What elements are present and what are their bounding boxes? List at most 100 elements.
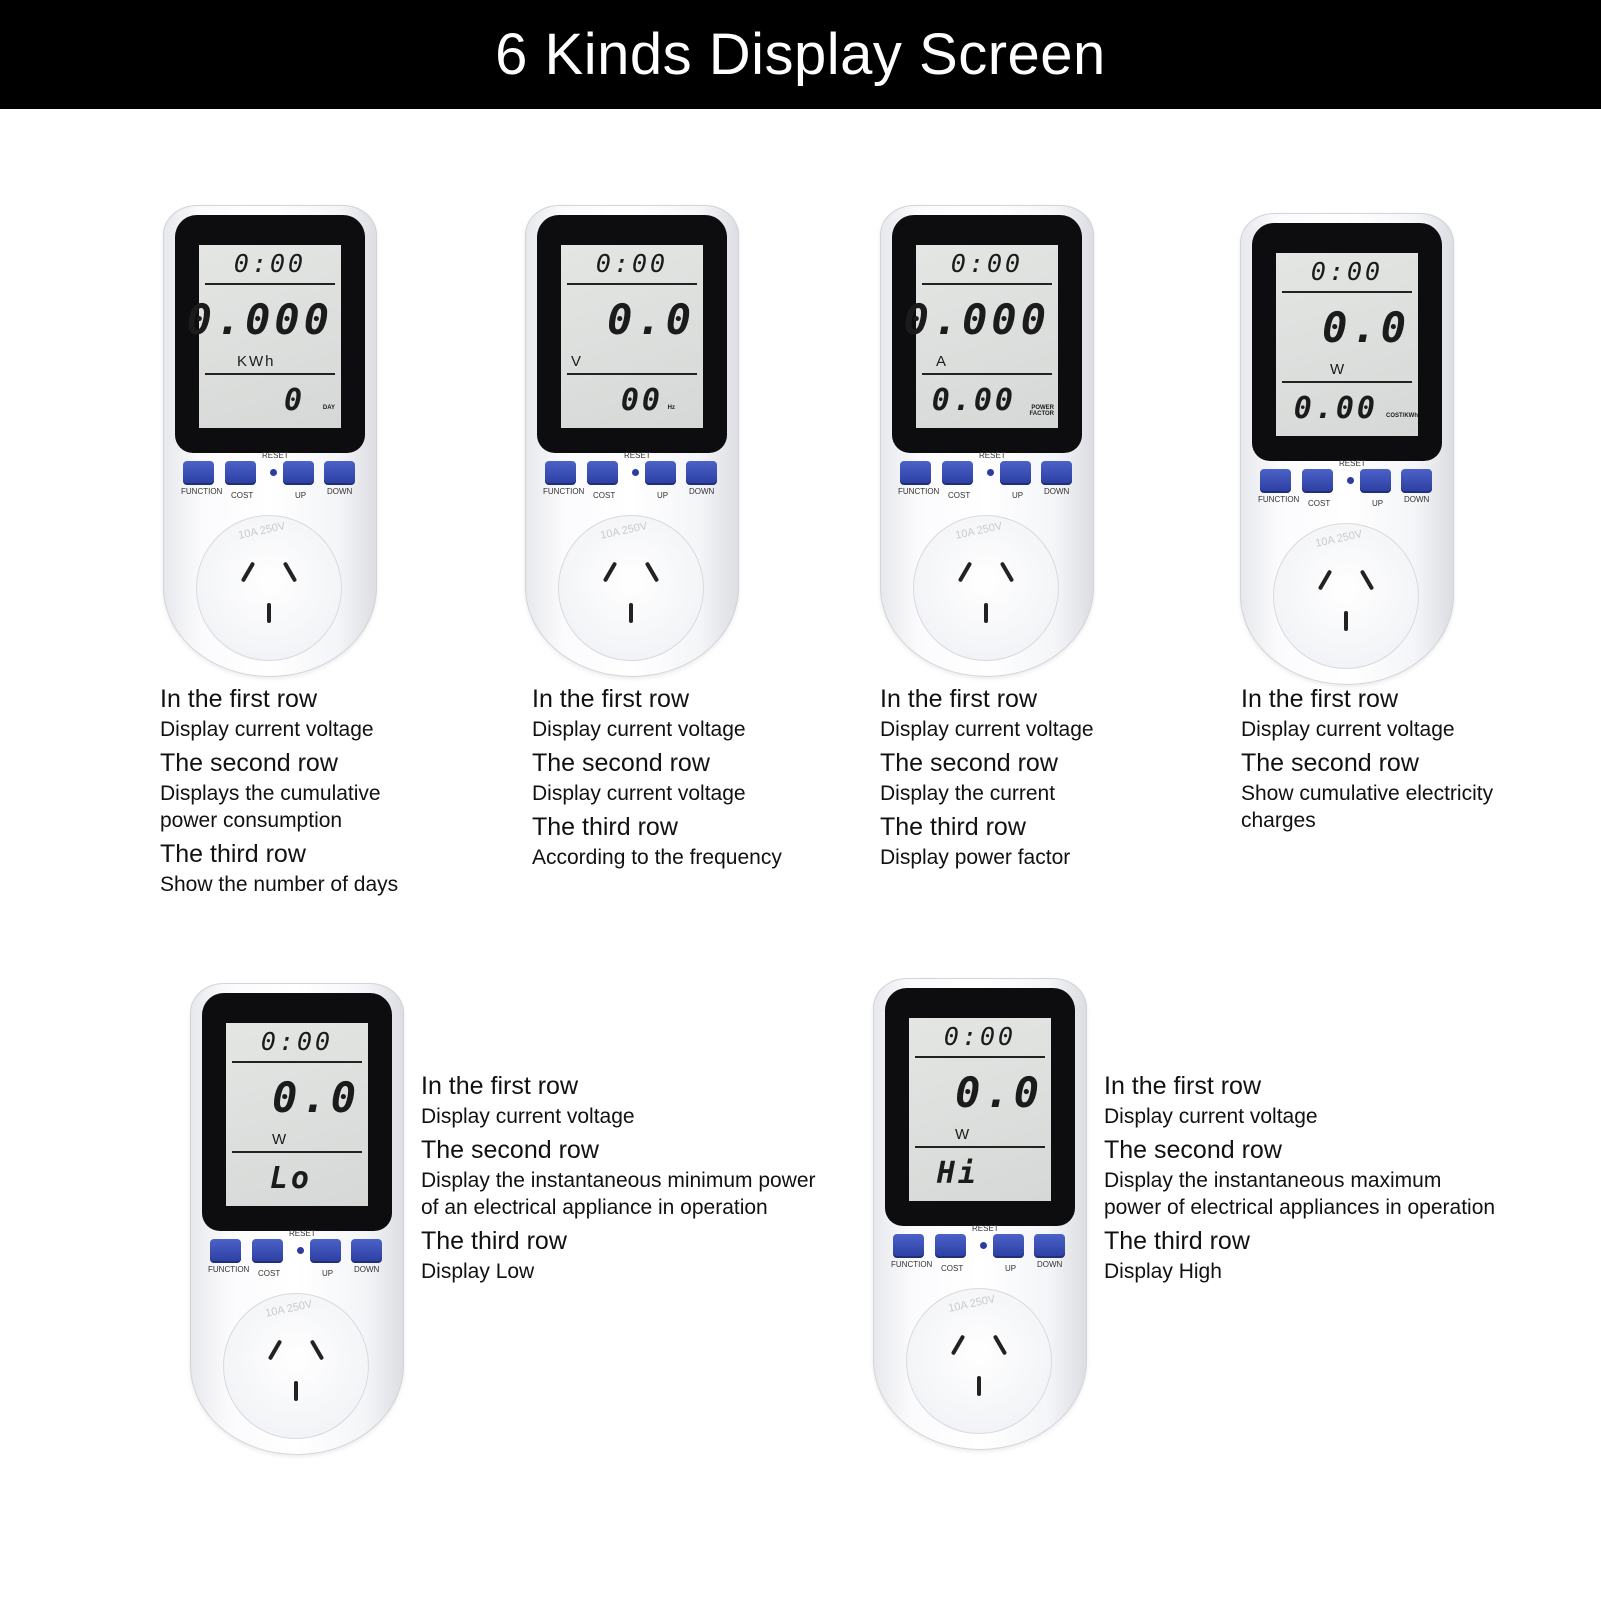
second-row-heading: The second row xyxy=(532,749,710,777)
panel-caption: In the first row Display current voltage… xyxy=(532,684,782,876)
down-button[interactable] xyxy=(1041,461,1072,485)
lcd-row3-value: Hi xyxy=(936,1156,979,1191)
second-row-description: Show cumulative electricity charges xyxy=(1241,782,1494,832)
function-label: FUNCTION xyxy=(181,487,223,496)
lcd-row3-value: 0.00 xyxy=(1293,391,1378,426)
cost-button[interactable] xyxy=(1302,469,1333,493)
panel-caption: In the first row Display current voltage… xyxy=(880,684,1094,876)
up-label: UP xyxy=(1005,1264,1017,1273)
third-row-heading: The third row xyxy=(160,840,306,868)
up-button[interactable] xyxy=(645,461,676,485)
socket-pin-icon xyxy=(1317,569,1333,591)
socket-pin-icon xyxy=(282,561,298,583)
first-row-heading: In the first row xyxy=(1241,685,1398,713)
screen-bezel: 0:00 0.0 W 0.00 COST/KWh xyxy=(1252,223,1442,461)
up-label: UP xyxy=(657,491,669,500)
third-row-heading: The third row xyxy=(880,813,1026,841)
down-button[interactable] xyxy=(1034,1234,1065,1258)
first-row-description: Display current voltage xyxy=(880,718,1094,741)
third-row-heading: The third row xyxy=(1104,1227,1250,1255)
power-socket: 10A 250V xyxy=(558,515,704,661)
lcd-row3-value: 0.00 xyxy=(931,383,1016,418)
function-button[interactable] xyxy=(183,461,214,485)
reset-button[interactable] xyxy=(980,1242,987,1249)
lcd-divider xyxy=(205,283,335,285)
cost-button[interactable] xyxy=(252,1239,283,1263)
function-button[interactable] xyxy=(893,1234,924,1258)
socket-earth-pin-icon xyxy=(294,1381,298,1401)
reset-label: RESET xyxy=(289,1229,316,1238)
reset-label: RESET xyxy=(979,451,1006,460)
cost-button[interactable] xyxy=(942,461,973,485)
down-label: DOWN xyxy=(1037,1260,1063,1269)
lcd-row2-value: 0.0 xyxy=(955,1068,1043,1117)
reset-button[interactable] xyxy=(1347,477,1354,484)
down-label: DOWN xyxy=(1404,495,1430,504)
lcd-row1-time: 0:00 xyxy=(595,249,669,278)
panel-caption: In the first row Display current voltage… xyxy=(160,684,398,903)
second-row-description: Display the current xyxy=(880,782,1056,805)
up-button[interactable] xyxy=(993,1234,1024,1258)
up-label: UP xyxy=(322,1269,334,1278)
cost-label: COST xyxy=(941,1264,964,1273)
reset-button[interactable] xyxy=(270,469,277,476)
socket-earth-pin-icon xyxy=(977,1376,981,1396)
socket-pin-icon xyxy=(950,1334,966,1356)
lcd-row3-value: Lo xyxy=(269,1161,312,1196)
function-button[interactable] xyxy=(900,461,931,485)
lcd-row1-time: 0:00 xyxy=(260,1027,334,1056)
title-banner: 6 Kinds Display Screen xyxy=(0,0,1601,109)
function-label: FUNCTION xyxy=(543,487,585,496)
socket-rating: 10A 250V xyxy=(599,520,649,542)
second-row-description: Display the instantaneous minimum power … xyxy=(421,1169,816,1219)
lcd-row3-value: 00 xyxy=(620,383,663,418)
panel-caption: In the first row Display current voltage… xyxy=(1241,684,1493,839)
cost-label: COST xyxy=(948,491,971,500)
lcd-divider xyxy=(922,283,1052,285)
function-label: FUNCTION xyxy=(898,487,940,496)
function-button[interactable] xyxy=(545,461,576,485)
socket-earth-pin-icon xyxy=(267,603,271,623)
socket-rating: 10A 250V xyxy=(954,520,1004,542)
lcd-row3-unit: DAY xyxy=(322,405,335,411)
socket-rating: 10A 250V xyxy=(1314,528,1364,550)
reset-label: RESET xyxy=(1339,459,1366,468)
lcd-row3-unit: COST/KWh xyxy=(1386,413,1418,419)
reset-label: RESET xyxy=(972,1224,999,1233)
lcd-row2-value: 0.0 xyxy=(272,1073,360,1122)
first-row-heading: In the first row xyxy=(160,685,317,713)
third-row-description: According to the frequency xyxy=(532,846,782,869)
cost-button[interactable] xyxy=(587,461,618,485)
page-title: 6 Kinds Display Screen xyxy=(495,22,1106,87)
up-button[interactable] xyxy=(283,461,314,485)
down-button[interactable] xyxy=(686,461,717,485)
up-button[interactable] xyxy=(1000,461,1031,485)
cost-button[interactable] xyxy=(935,1234,966,1258)
up-button[interactable] xyxy=(1360,469,1391,493)
up-label: UP xyxy=(1012,491,1024,500)
lcd-screen: 0:00 0.0 W Hi xyxy=(909,1018,1051,1201)
reset-button[interactable] xyxy=(297,1247,304,1254)
power-socket: 10A 250V xyxy=(223,1293,369,1439)
lcd-divider xyxy=(915,1146,1045,1148)
second-row-description: Display the instantaneous maximum power … xyxy=(1104,1169,1496,1219)
lcd-row1-time: 0:00 xyxy=(233,249,307,278)
function-button[interactable] xyxy=(1260,469,1291,493)
down-button[interactable] xyxy=(351,1239,382,1263)
second-row-heading: The second row xyxy=(421,1136,599,1164)
lcd-row3-value: 0 xyxy=(283,383,305,418)
lcd-screen: 0:00 0.000 A 0.00 POWER FACTOR xyxy=(904,245,1058,428)
up-button[interactable] xyxy=(310,1239,341,1263)
down-button[interactable] xyxy=(324,461,355,485)
reset-button[interactable] xyxy=(987,469,994,476)
function-button[interactable] xyxy=(210,1239,241,1263)
second-row-heading: The second row xyxy=(1104,1136,1282,1164)
reset-button[interactable] xyxy=(632,469,639,476)
second-row-heading: The second row xyxy=(880,749,1058,777)
down-button[interactable] xyxy=(1401,469,1432,493)
button-panel: RESET FUNCTION COST UP DOWN xyxy=(898,451,1076,500)
button-panel: RESET FUNCTION COST UP DOWN xyxy=(543,451,721,500)
socket-pin-icon xyxy=(957,561,973,583)
cost-button[interactable] xyxy=(225,461,256,485)
socket-rating: 10A 250V xyxy=(237,520,287,542)
